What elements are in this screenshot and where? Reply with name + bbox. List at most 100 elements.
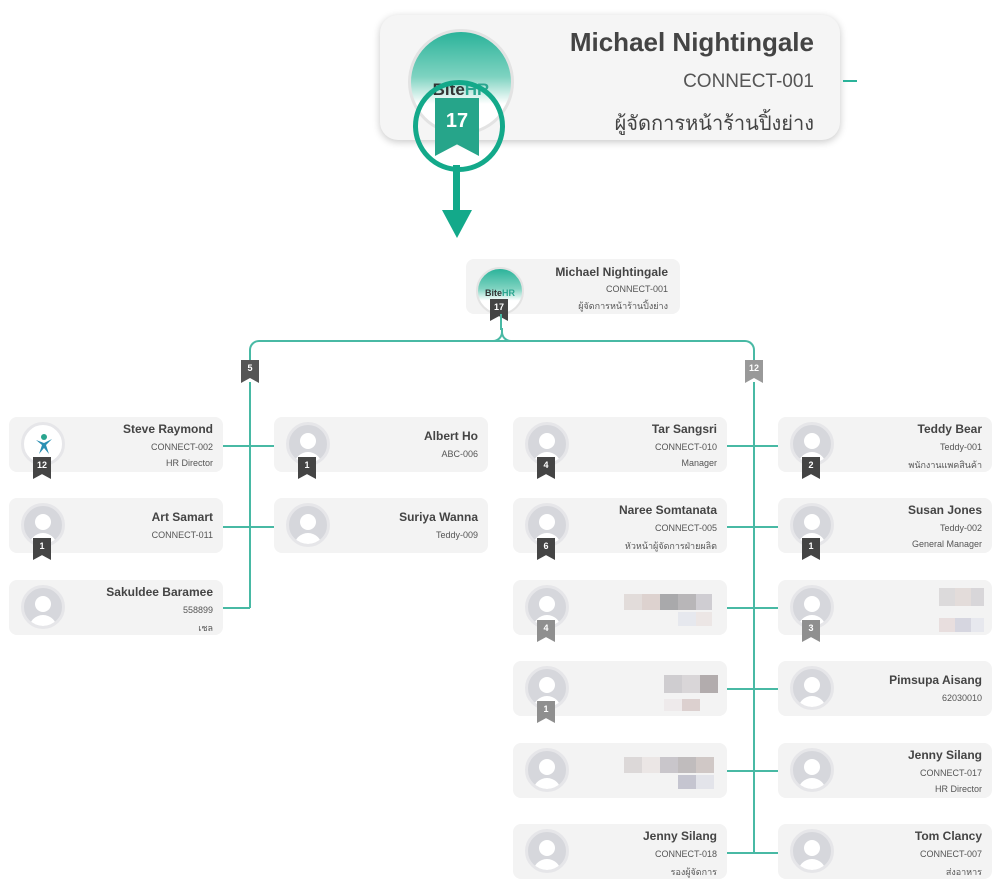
- employee-position: General Manager: [911, 539, 982, 549]
- employee-name: Steve Raymond: [122, 422, 213, 436]
- connector-line: [727, 852, 779, 854]
- arrow-down-icon: [453, 165, 460, 215]
- employee-code: 558899: [182, 605, 213, 615]
- logo-text-hr: HR: [502, 288, 515, 298]
- avatar-placeholder-icon: [790, 666, 834, 710]
- avatar-placeholder-icon: [525, 748, 569, 792]
- employee-name: Tar Sangsri: [651, 422, 717, 436]
- employee-name: Naree Somtanata: [618, 503, 717, 517]
- zoom-connector-stub: [843, 80, 857, 82]
- subordinate-count-badge[interactable]: 6: [537, 538, 555, 560]
- employee-card[interactable]: 12 Steve Raymond CONNECT-002 HR Director: [9, 417, 223, 479]
- employee-card-redacted[interactable]: 1: [513, 661, 727, 723]
- employee-name: Susan Jones: [907, 503, 982, 517]
- avatar-placeholder-icon: [790, 829, 834, 873]
- employee-card[interactable]: 1 Art Samart CONNECT-011: [9, 498, 223, 560]
- employee-code: CONNECT-011: [151, 530, 213, 540]
- employee-card[interactable]: Jenny Silang CONNECT-017 HR Director: [778, 743, 992, 798]
- employee-name: Albert Ho: [424, 429, 478, 443]
- employee-card[interactable]: Sakuldee Baramee 558899 เชล: [9, 580, 223, 635]
- zoom-employee-name: Michael Nightingale: [569, 27, 814, 57]
- avatar-placeholder-icon: [21, 585, 65, 629]
- employee-card[interactable]: Tom Clancy CONNECT-007 ส่งอาหาร: [778, 824, 992, 879]
- subordinate-count-badge[interactable]: 2: [802, 457, 820, 479]
- zoom-count-label: 17: [445, 110, 469, 132]
- employee-name: Suriya Wanna: [399, 510, 478, 524]
- redacted-text: [624, 594, 719, 628]
- employee-position: ผู้จัดการหน้าร้านปิ้งย่าง: [578, 301, 668, 311]
- employee-card[interactable]: 1 Susan Jones Teddy-002 General Manager: [778, 498, 992, 560]
- redacted-text: [624, 675, 719, 711]
- employee-name: Jenny Silang: [642, 829, 717, 843]
- connector-line: [727, 607, 779, 609]
- connector-corner: [741, 340, 755, 354]
- subordinate-count-badge[interactable]: 1: [537, 701, 555, 723]
- logo-text: Bite: [484, 288, 502, 298]
- employee-card[interactable]: Suriya Wanna Teddy-009: [274, 498, 488, 553]
- employee-card[interactable]: Pimsupa Aisang 62030010: [778, 661, 992, 716]
- person-logo-icon: [36, 434, 52, 454]
- employee-code: Teddy-009: [435, 530, 478, 540]
- employee-position: Manager: [681, 458, 717, 468]
- redacted-text: [624, 757, 719, 791]
- employee-name: Tom Clancy: [914, 829, 982, 843]
- connector-line: [223, 445, 275, 447]
- employee-name: Sakuldee Baramee: [106, 585, 213, 599]
- avatar-placeholder-icon: [525, 666, 569, 710]
- employee-code: Teddy-002: [939, 523, 982, 533]
- avatar-placeholder-icon: [286, 503, 330, 547]
- employee-card-redacted[interactable]: 4: [513, 580, 727, 642]
- employee-code: CONNECT-007: [919, 849, 982, 859]
- employee-card[interactable]: 4 Tar Sangsri CONNECT-010 Manager: [513, 417, 727, 479]
- employee-card[interactable]: 1 Albert Ho ABC-006: [274, 417, 488, 479]
- employee-name: Michael Nightingale: [555, 265, 668, 279]
- root-employee-card[interactable]: BiteHR 17 Michael Nightingale CONNECT-00…: [466, 259, 680, 321]
- zoom-employee-position: ผู้จัดการหน้าร้านปิ้งย่าง: [614, 113, 814, 135]
- subordinate-count-badge[interactable]: 1: [33, 538, 51, 560]
- right-group-count-badge[interactable]: 12: [745, 360, 763, 383]
- subordinate-count-badge[interactable]: 4: [537, 620, 555, 642]
- employee-card-redacted[interactable]: 3: [778, 580, 992, 642]
- employee-code: CONNECT-018: [654, 849, 717, 859]
- connector-line: [249, 350, 251, 360]
- employee-position: รองผู้จัดการ: [670, 867, 717, 877]
- employee-code: CONNECT-001: [605, 284, 668, 294]
- subordinate-count-badge[interactable]: 1: [298, 457, 316, 479]
- connector-line: [249, 382, 251, 608]
- employee-code: Teddy-001: [939, 442, 982, 452]
- employee-card[interactable]: 6 Naree Somtanata CONNECT-005 หัวหน้าผู้…: [513, 498, 727, 560]
- employee-card[interactable]: 2 Teddy Bear Teddy-001 พนักงานแพคสินค้า: [778, 417, 992, 479]
- connector-line: [727, 445, 779, 447]
- connector-corner: [501, 328, 515, 342]
- subordinate-count-badge[interactable]: 1: [802, 538, 820, 560]
- connector-line: [727, 688, 779, 690]
- connector-line: [223, 526, 275, 528]
- left-group-count-badge[interactable]: 5: [241, 360, 259, 383]
- employee-name: Art Samart: [151, 510, 213, 524]
- subordinate-count-badge[interactable]: 4: [537, 457, 555, 479]
- connector-corner: [249, 340, 263, 354]
- employee-position: ส่งอาหาร: [945, 867, 982, 877]
- subordinate-count-badge[interactable]: 17: [490, 299, 508, 321]
- connector-line: [727, 526, 779, 528]
- employee-position: เชล: [198, 623, 213, 633]
- employee-card[interactable]: Jenny Silang CONNECT-018 รองผู้จัดการ: [513, 824, 727, 879]
- connector-line: [753, 350, 755, 360]
- employee-code: CONNECT-005: [654, 523, 717, 533]
- employee-code: ABC-006: [441, 449, 478, 459]
- employee-code: 62030010: [941, 693, 982, 703]
- employee-position: หัวหน้าผู้จัดการฝ่ายผลิต: [624, 541, 717, 551]
- employee-name: Pimsupa Aisang: [889, 673, 982, 687]
- employee-card-redacted[interactable]: [513, 743, 727, 798]
- employee-code: CONNECT-002: [150, 442, 213, 452]
- employee-name: Jenny Silang: [907, 748, 982, 762]
- connector-line: [500, 314, 502, 330]
- subordinate-count-badge[interactable]: 12: [33, 457, 51, 479]
- employee-position: HR Director: [934, 784, 982, 794]
- subordinate-count-badge[interactable]: 3: [802, 620, 820, 642]
- employee-position: พนักงานแพคสินค้า: [908, 460, 982, 470]
- redacted-text: [889, 588, 984, 632]
- arrow-head-icon: [442, 210, 472, 238]
- connector-line: [727, 770, 779, 772]
- connector-line: [223, 607, 250, 609]
